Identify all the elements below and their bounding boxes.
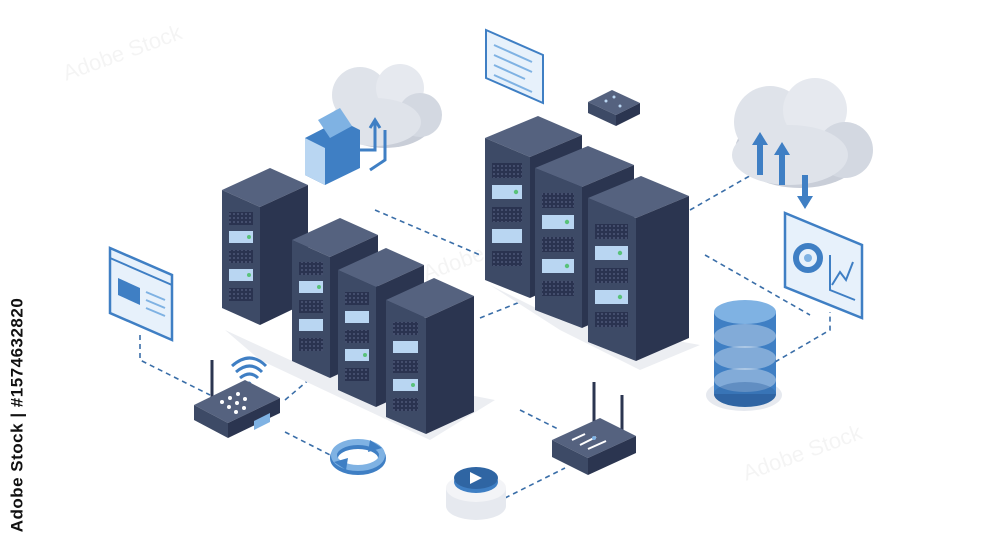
cloud-sync-icon <box>732 78 873 209</box>
router-icon <box>194 360 280 438</box>
server-rack <box>588 176 689 361</box>
browser-window-icon <box>108 246 174 342</box>
network-switch-icon <box>588 90 640 126</box>
router-icon <box>552 382 636 475</box>
server-rack <box>386 278 474 434</box>
sync-icon <box>330 439 386 475</box>
document-icon <box>485 28 544 105</box>
play-button-icon <box>446 467 506 520</box>
analytics-chart-icon <box>783 211 864 320</box>
database-icon <box>706 300 782 411</box>
connection-lines <box>139 169 831 499</box>
cloud-upload-icon <box>305 64 442 185</box>
